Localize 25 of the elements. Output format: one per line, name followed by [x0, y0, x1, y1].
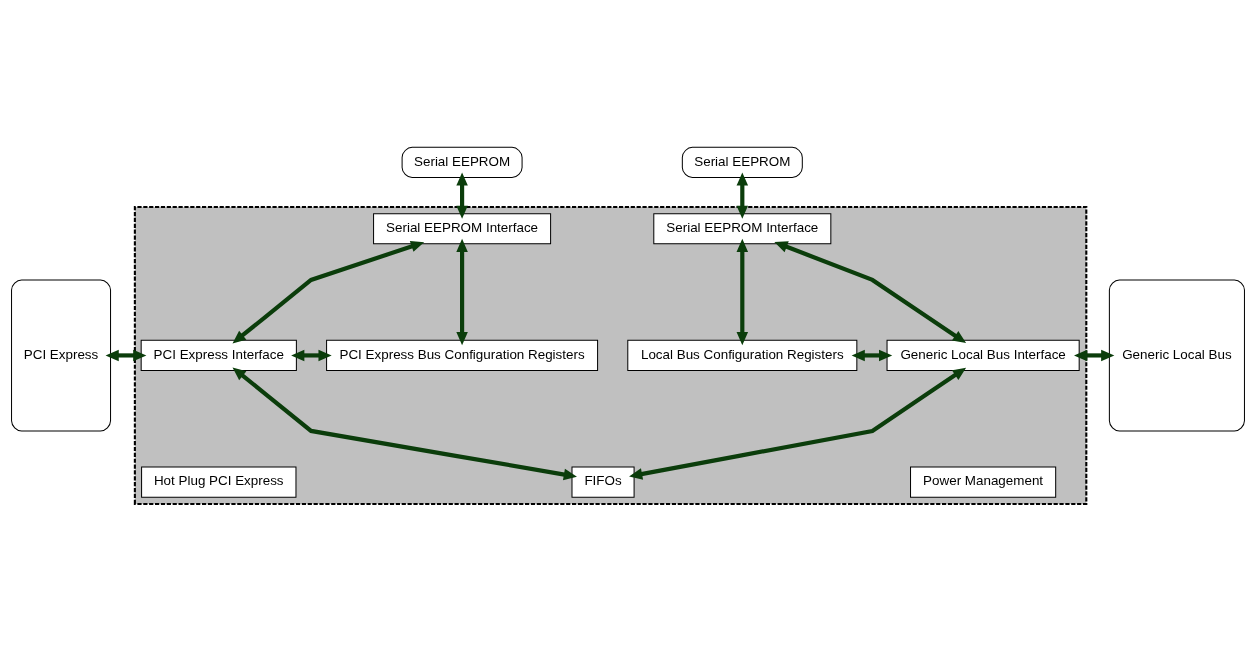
node-box: Hot Plug PCI Express	[141, 466, 297, 498]
node-box: Serial EEPROM	[681, 146, 803, 178]
node-box: Serial EEPROM Interface	[373, 212, 552, 244]
node-box: Serial EEPROM	[401, 146, 523, 178]
node-box: Generic Local Bus Interface	[886, 339, 1080, 371]
arrow	[736, 171, 749, 219]
node-box: Serial EEPROM Interface	[653, 212, 832, 244]
node-box: Local Bus Configuration Registers	[627, 339, 858, 371]
node-box: Power Management	[910, 466, 1057, 498]
arrow	[851, 349, 893, 361]
arrow	[232, 366, 577, 480]
arrow	[736, 238, 749, 345]
arrow	[456, 171, 468, 219]
arrow	[456, 238, 468, 345]
node-box: PCI Express	[11, 278, 112, 431]
arrow	[291, 349, 332, 361]
arrow	[629, 367, 967, 480]
node-box: PCI Express Bus Configuration Registers	[326, 339, 599, 371]
node-box: FIFOs	[571, 466, 635, 498]
node-box: Generic Local Bus	[1108, 278, 1245, 431]
node-box: PCI Express Interface	[140, 339, 297, 371]
arrow	[105, 349, 147, 361]
arrow	[1074, 349, 1115, 361]
arrow	[232, 240, 425, 343]
arrow	[774, 240, 967, 343]
